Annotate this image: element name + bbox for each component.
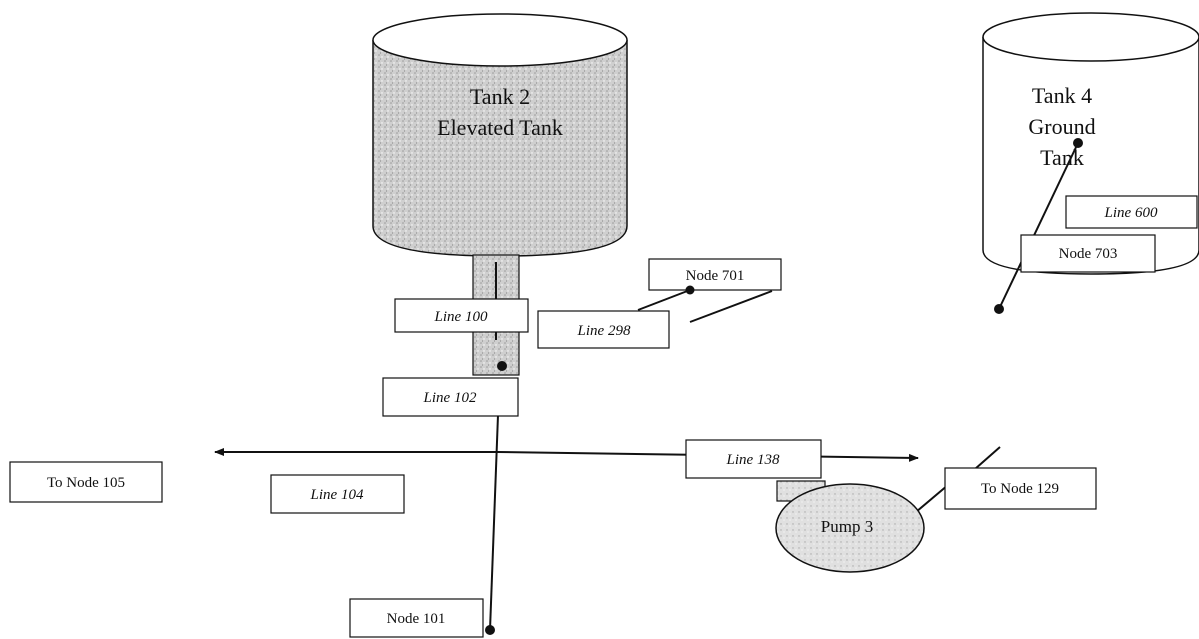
line-102-box[interactable]: Line 102 [382,377,519,417]
to-node-105-box[interactable]: To Node 105 [9,461,163,503]
tank-2-title: Tank 2 [470,84,530,109]
pump-3-label: Pump 3 [821,517,873,536]
tank-4-subtitle-1: Ground [1028,114,1095,139]
line-298-pipe [637,289,691,311]
tank-2-body [372,40,628,257]
to-node-105-label: To Node 105 [47,475,125,491]
pump-suction-pipe [915,484,949,513]
line-298-label: Line 298 [577,323,631,339]
line-600-box[interactable]: Line 600 [1065,195,1198,229]
stem-junction-dot[interactable] [497,361,507,371]
node-101-dot[interactable] [485,625,495,635]
line-102-label: Line 102 [423,390,477,406]
node-703-dot[interactable] [994,304,1004,314]
node-701-box[interactable]: Node 701 [648,258,782,291]
node-701-dot[interactable] [685,285,695,295]
pump-3[interactable]: Pump 3 [775,480,925,573]
pump-3-body [775,483,925,573]
line-138-box[interactable]: Line 138 [685,439,822,479]
tank-2-subtitle: Elevated Tank [437,115,563,140]
to-node-129-label: To Node 129 [981,481,1059,497]
line-100-box[interactable]: Line 100 [394,298,529,333]
tank-4-top [982,12,1199,62]
node-703-box[interactable]: Node 703 [1020,234,1156,273]
line-104-box[interactable]: Line 104 [270,474,405,514]
line-104-label: Line 104 [310,487,364,503]
tank-4-outlet-dot[interactable] [1073,138,1083,148]
node-101-label: Node 101 [387,611,446,627]
pump-discharge-pipe [974,446,1001,470]
line-600-label: Line 600 [1104,205,1158,221]
line-600-pipe [998,142,1079,310]
main-vertical-pipe [489,414,499,631]
line-100-label: Line 100 [434,309,488,325]
node-703-label: Node 703 [1059,246,1118,262]
node-701-label: Node 701 [686,268,745,284]
tank-2[interactable]: Tank 2 Elevated Tank [372,13,628,257]
line-298-box[interactable]: Line 298 [537,310,670,349]
tank-4-title: Tank 4 [1032,83,1092,108]
line-138-label: Line 138 [726,452,780,468]
node-701-extension-pipe [689,290,773,323]
node-101-box[interactable]: Node 101 [349,598,484,638]
tank-2-top [372,13,628,67]
to-node-129-box[interactable]: To Node 129 [944,467,1097,510]
tank-4-subtitle-2: Tank [1040,145,1084,170]
